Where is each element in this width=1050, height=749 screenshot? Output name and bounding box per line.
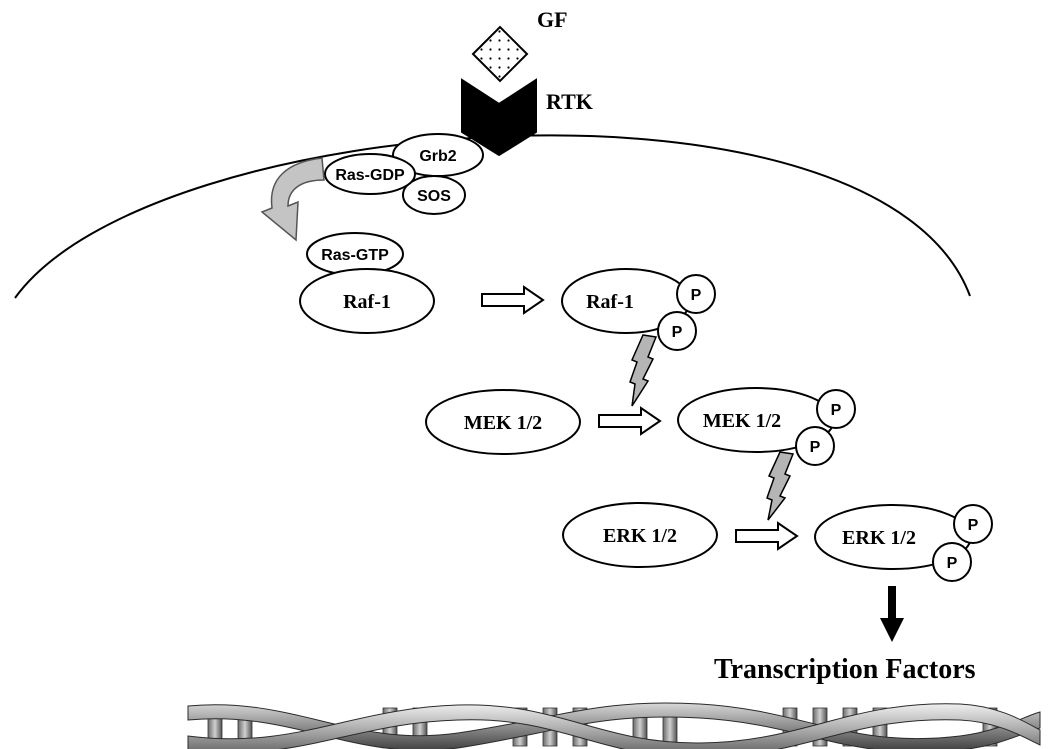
sos-label: SOS: [417, 188, 451, 205]
erk-phospho-label: ERK 1/2: [842, 527, 916, 549]
raf1-phosphate-1-label: P: [691, 287, 702, 304]
ras-activation-arrow: [260, 157, 325, 242]
raf1-phosphate-2-label: P: [672, 324, 683, 341]
erk-phosphate-1-label: P: [968, 517, 979, 534]
mek-phospho-label: MEK 1/2: [703, 410, 781, 432]
mek-label: MEK 1/2: [464, 412, 542, 434]
mek-phosphate-1-label: P: [831, 402, 842, 419]
mek-phosphate-1: [816, 389, 856, 429]
erk-activation-arrow: [735, 521, 799, 551]
raf1-kinase-bolt: [629, 334, 658, 407]
nuclear-translocation-arrow: [880, 586, 904, 642]
mek-phosphate-2-label: P: [810, 439, 821, 456]
mek-phosphate-2: [795, 426, 835, 466]
raf1-phosphate-2: [657, 311, 697, 351]
rtk-label: RTK: [546, 89, 593, 114]
erk-node: [562, 502, 718, 568]
transcription-factors-label: Transcription Factors: [714, 654, 976, 685]
erk-label: ERK 1/2: [603, 525, 677, 547]
ras-gdp-label: Ras-GDP: [335, 167, 405, 184]
mek-kinase-bolt: [766, 451, 795, 521]
rtk-receptor: [461, 78, 537, 157]
raf1-node: [299, 268, 435, 334]
mek-activation-arrow: [598, 406, 662, 436]
cell-membrane: [14, 134, 971, 299]
raf1-activation-arrow: [481, 285, 545, 315]
ras-gdp-node: [324, 153, 416, 195]
growth-factor-ligand: [471, 25, 529, 83]
raf1-phospho-label: Raf-1: [586, 291, 634, 313]
erk-phosphate-2-label: P: [947, 555, 958, 572]
raf1-label: Raf-1: [343, 291, 391, 313]
erk-phosphate-2: [932, 542, 972, 582]
raf1-phosphate-1: [676, 274, 716, 314]
erk-phosphate-1: [953, 504, 993, 544]
gf-label: GF: [537, 7, 568, 32]
sos-node: [402, 175, 466, 215]
dna-helix-icon: [187, 702, 1041, 749]
ras-gtp-label: Ras-GTP: [321, 247, 389, 264]
grb2-label: Grb2: [419, 148, 456, 165]
mek-node: [425, 389, 581, 455]
